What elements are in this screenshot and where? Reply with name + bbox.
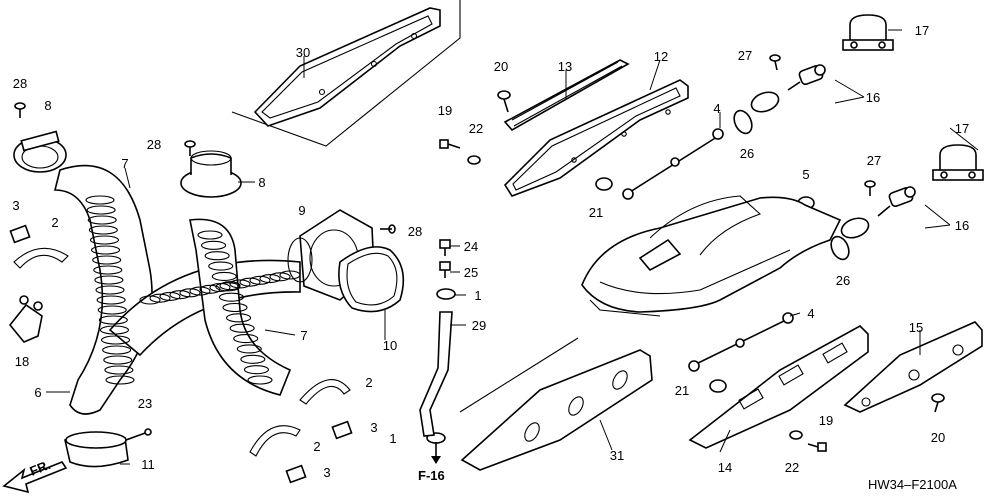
clip-3 xyxy=(9,224,353,484)
duct-cover-30 xyxy=(253,7,441,127)
callout-c14: 14 xyxy=(718,460,732,475)
callout-c30: 30 xyxy=(296,45,310,60)
vent-16-top xyxy=(750,64,826,113)
callout-c29: 29 xyxy=(472,318,486,333)
callout-c18: 18 xyxy=(15,354,29,369)
callout-c7b: 7 xyxy=(300,328,307,343)
bolt-19 xyxy=(439,139,827,452)
reference-label: F-16 xyxy=(418,468,445,483)
reference-arrow xyxy=(431,442,441,464)
callout-c15: 15 xyxy=(909,320,923,335)
leader-lines xyxy=(46,29,979,465)
callout-c31: 31 xyxy=(610,448,624,463)
side-panel-14 xyxy=(688,325,869,449)
rod-4-top xyxy=(622,128,724,200)
callout-c27b: 27 xyxy=(867,153,881,168)
callout-c28a: 28 xyxy=(13,76,27,91)
callout-c2a: 2 xyxy=(51,215,58,230)
callout-c3a: 3 xyxy=(12,198,19,213)
callout-c10: 10 xyxy=(383,338,397,353)
screw-27 xyxy=(769,54,876,196)
washer-22 xyxy=(467,155,803,440)
callout-c28b: 28 xyxy=(147,137,161,152)
vent-16-bottom xyxy=(840,186,916,239)
callout-c2b: 2 xyxy=(365,375,372,390)
callout-c1a: 1 xyxy=(474,288,481,303)
screw-23 xyxy=(125,428,152,441)
callout-c8a: 8 xyxy=(44,98,51,113)
side-panel-15 xyxy=(843,321,983,413)
hose-joint-11 xyxy=(64,431,129,468)
callout-c7a: 7 xyxy=(121,156,128,171)
callout-c16a: 16 xyxy=(866,90,880,105)
fitting-24-25 xyxy=(439,239,451,278)
callout-c6: 6 xyxy=(34,385,41,400)
clamp-17-bottom xyxy=(932,144,984,181)
callout-c3b: 3 xyxy=(370,420,377,435)
watercraft-hull xyxy=(581,195,842,317)
callout-c8b: 8 xyxy=(258,175,265,190)
callout-c11: 11 xyxy=(141,457,155,472)
screw-20 xyxy=(497,90,945,413)
callout-c24: 24 xyxy=(464,239,478,254)
callout-c3c: 3 xyxy=(323,465,330,480)
hose-clamp-2 xyxy=(13,247,351,457)
diagram-code: HW34–F2100A xyxy=(868,477,957,492)
side-panel-31 xyxy=(459,337,653,471)
screw-28 xyxy=(14,102,396,234)
callout-c4b: 4 xyxy=(807,306,814,321)
callout-c25: 25 xyxy=(464,265,478,280)
hose-7-lower xyxy=(189,218,292,396)
duct-adapter-8-right xyxy=(180,150,242,198)
callout-c20b: 20 xyxy=(931,430,945,445)
callout-c27a: 27 xyxy=(738,48,752,63)
callout-c28c: 28 xyxy=(408,224,422,239)
callout-c17a: 17 xyxy=(915,23,929,38)
callout-c4a: 4 xyxy=(713,101,720,116)
tube-29 xyxy=(419,311,453,437)
callout-c1b: 1 xyxy=(389,431,396,446)
callout-c9: 9 xyxy=(298,203,305,218)
hose-6 xyxy=(53,164,153,415)
hose-corrugations xyxy=(85,195,301,385)
cover-12 xyxy=(503,79,689,197)
gasket-10 xyxy=(338,246,405,313)
rod-4-bottom xyxy=(688,312,794,372)
callout-c12: 12 xyxy=(654,49,668,64)
grommet-21 xyxy=(595,177,727,393)
callout-c22a: 22 xyxy=(469,121,483,136)
callout-c21b: 21 xyxy=(675,383,689,398)
callout-c13: 13 xyxy=(558,59,572,74)
callout-c16b: 16 xyxy=(955,218,969,233)
callout-c21a: 21 xyxy=(589,205,603,220)
clamp-17-top xyxy=(842,14,894,51)
callout-c20a: 20 xyxy=(494,59,508,74)
bracket-18 xyxy=(8,295,43,343)
panel-frame xyxy=(231,0,461,147)
callout-c19b: 19 xyxy=(819,413,833,428)
callout-c19a: 19 xyxy=(438,103,452,118)
callout-c17b: 17 xyxy=(955,121,969,136)
callout-c2c: 2 xyxy=(313,439,320,454)
callout-c23: 23 xyxy=(138,396,152,411)
duct-adapter-8-left xyxy=(13,130,67,173)
callout-c22b: 22 xyxy=(785,460,799,475)
front-arrow xyxy=(2,461,68,494)
callout-c26b: 26 xyxy=(836,273,850,288)
callout-c26a: 26 xyxy=(740,146,754,161)
front-label: FR. xyxy=(28,457,53,479)
ring-26 xyxy=(733,109,850,261)
callout-c5: 5 xyxy=(802,167,809,182)
